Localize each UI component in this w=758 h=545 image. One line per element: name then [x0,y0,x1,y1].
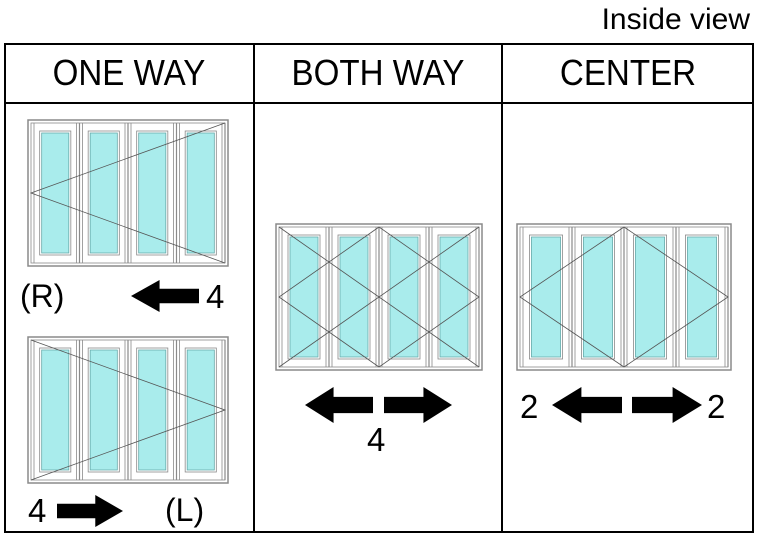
glass-bead [87,130,120,256]
glass-bead [184,130,217,256]
glass-bead [87,347,120,473]
arrow-left-icon [131,280,199,312]
arrow-left-icon [552,387,622,423]
glass-pane [339,236,369,358]
panel-count-center-right: 2 [707,388,726,425]
door-one-way-left [27,336,229,484]
glass-bead [437,234,471,360]
glass-pane [138,349,167,471]
glass-bead [39,347,72,473]
glass-bead [136,130,169,256]
panel-count-one-way-left: 4 [28,492,47,529]
swing-line [278,226,380,368]
arrow-right-icon [57,495,123,527]
hand-label-right: (R) [20,278,65,314]
glass-bead [581,234,615,360]
glass-pane [635,236,665,358]
glass-bead [633,234,667,360]
swing-line [378,226,480,368]
door-one-way-right [27,119,229,267]
glass-pane [687,236,717,358]
header-one-way: ONE WAY [52,52,206,93]
glass-bead [184,347,217,473]
glass-pane [41,349,70,471]
swing-line [29,122,226,264]
glass-bead [136,347,169,473]
glass-bead [529,234,563,360]
arrow-right-icon [632,387,702,423]
glass-bead [287,234,321,360]
glass-bead [685,234,719,360]
arrow-right-icon [384,387,452,423]
glass-pane [186,132,215,254]
glass-pane [289,236,319,358]
glass-pane [89,349,118,471]
glass-pane [89,132,118,254]
arrow-left-icon [305,387,373,423]
glass-bead [387,234,421,360]
swing-line [378,226,480,368]
glass-bead [337,234,371,360]
header-center: CENTER [559,52,697,93]
glass-pane [439,236,469,358]
caption-inside-view: Inside view [601,3,750,36]
panel-count-one-way-right: 4 [206,278,225,315]
swing-line [30,339,227,481]
glass-pane [138,132,167,254]
swing-line [519,226,625,368]
door-both-way [275,223,483,371]
panel-count-center-left: 2 [520,388,539,425]
glass-bead [39,130,72,256]
header-both-way: BOTH WAY [291,52,465,93]
glass-pane [389,236,419,358]
hand-label-left: (L) [165,492,205,528]
glass-pane [531,236,561,358]
table-border [4,43,754,533]
panel-count-both-way: 4 [367,421,386,458]
glass-pane [186,349,215,471]
glass-pane [41,132,70,254]
swing-line [623,226,729,368]
glass-pane [583,236,613,358]
door-center [516,223,732,371]
